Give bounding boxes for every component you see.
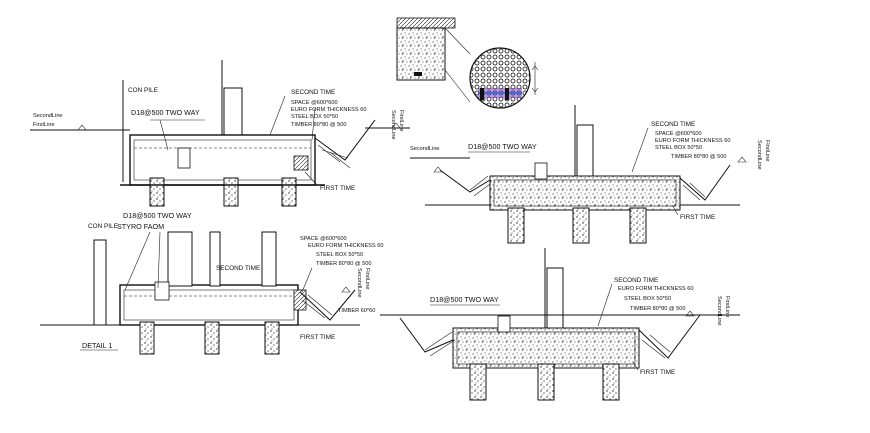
space-label: SPACE @600*600 [655, 131, 702, 137]
timber-label: TIMBER 80*80 @ 500 [291, 122, 346, 128]
pile-b3 [629, 207, 647, 244]
second-time-label: SECOND TIME [651, 121, 695, 128]
first-line-rot: FirstLine [724, 296, 730, 317]
second-time-label: SECOND TIME [614, 277, 658, 284]
steel-box-label: STEEL BOX 50*50 [316, 252, 363, 258]
rebar-label: D18@500 TWO WAY [468, 142, 537, 151]
pile-b2 [572, 207, 590, 244]
rebar-label: D18@500 TWO WAY [430, 295, 499, 304]
section-d: SecondLine FirstLine D18@500 TWO WAY SEC… [380, 248, 740, 401]
zoom-circle [469, 47, 531, 109]
zoom-concrete-block [396, 27, 446, 81]
column-c2 [261, 231, 277, 287]
pile-d3 [602, 363, 620, 401]
euro-form-label: EURO FORM THICKNESS 60 [618, 286, 693, 292]
zoom-bar-mark [414, 72, 422, 76]
slab-hatch [396, 17, 456, 29]
timber-label: TIMBER 80*80 @ 500 [671, 154, 726, 160]
pile-c1 [139, 321, 155, 355]
section-c: CON PILE DETAIL 1 SecondLine FirstLine D… [40, 211, 383, 355]
timber-label: TIMBER 80*80 @ 500 [316, 261, 371, 267]
first-line-rot: FirstLine [398, 110, 404, 131]
second-line-rot: SecondLine [356, 268, 362, 298]
zoom-detail [396, 17, 539, 109]
footing-b [489, 175, 681, 211]
euro-form-label: EURO FORM THICKNESS 60 [655, 138, 730, 144]
first-line-rot: FirstLine [764, 140, 770, 161]
second-line-rot: SecondLine [716, 296, 722, 326]
space-label: SPACE @600*600 [300, 236, 347, 242]
column-c1 [167, 231, 193, 287]
euro-form-label: EURO FORM THICKNESS 60 [308, 243, 383, 249]
first-line-rot: FirstLine [364, 268, 370, 289]
footing-c [119, 284, 299, 326]
section-b: SecondLine SecondLine FirstLine D18@500 … [410, 105, 770, 244]
second-line-label: SecondLine [33, 113, 63, 119]
pile-a2 [223, 177, 239, 207]
first-line-label: FirstLine [33, 122, 54, 128]
second-time-label: SECOND TIME [291, 89, 335, 96]
pile-a1 [149, 177, 165, 207]
pile-b1 [507, 207, 525, 244]
rebar-label: D18@500 TWO WAY [131, 108, 200, 117]
steel-box-label: STEEL BOX 50*50 [624, 296, 671, 302]
pile-d1 [469, 363, 487, 401]
space-label: SPACE @600*600 [291, 100, 338, 106]
zoom-blue-line [478, 92, 522, 94]
first-time-label: FIRST TIME [300, 334, 335, 341]
column-a [223, 87, 243, 139]
steel-box-label: STEEL BOX 50*50 [655, 145, 702, 151]
second-line-label: SecondLine [410, 146, 440, 152]
first-time-label: FIRST TIME [320, 185, 355, 192]
footing-d [452, 327, 640, 369]
first-time-label: FIRST TIME [640, 369, 675, 376]
first-time-label: FIRST TIME [680, 214, 715, 221]
detail-label: DETAIL 1 [82, 341, 112, 350]
second-time-label: SECOND TIME [216, 265, 260, 272]
con-pile-label: CON PILE [128, 87, 158, 94]
steel-box-label: STEEL BOX 50*50 [291, 114, 338, 120]
pile-a3 [281, 177, 297, 207]
rebar-label: D18@500 TWO WAY [123, 211, 192, 220]
second-line-rot: SecondLine [390, 110, 396, 140]
pile-c3 [264, 321, 280, 355]
pile-c2 [204, 321, 220, 355]
euro-form-label: EURO FORM THICKNESS 60 [291, 107, 366, 113]
con-pile-label: CON PILE [88, 223, 118, 230]
styro-foam-label: STYRO FAOM [117, 222, 164, 231]
timber-label: TIMBER 80*80 @ 500 [630, 306, 685, 312]
pile-d2 [537, 363, 555, 401]
timber-label: TIMBER 60*60 [338, 308, 375, 314]
second-line-rot: SecondLine [756, 140, 762, 170]
section-a: SecondLine FirstLine CON PILE SecondLine… [30, 60, 410, 207]
